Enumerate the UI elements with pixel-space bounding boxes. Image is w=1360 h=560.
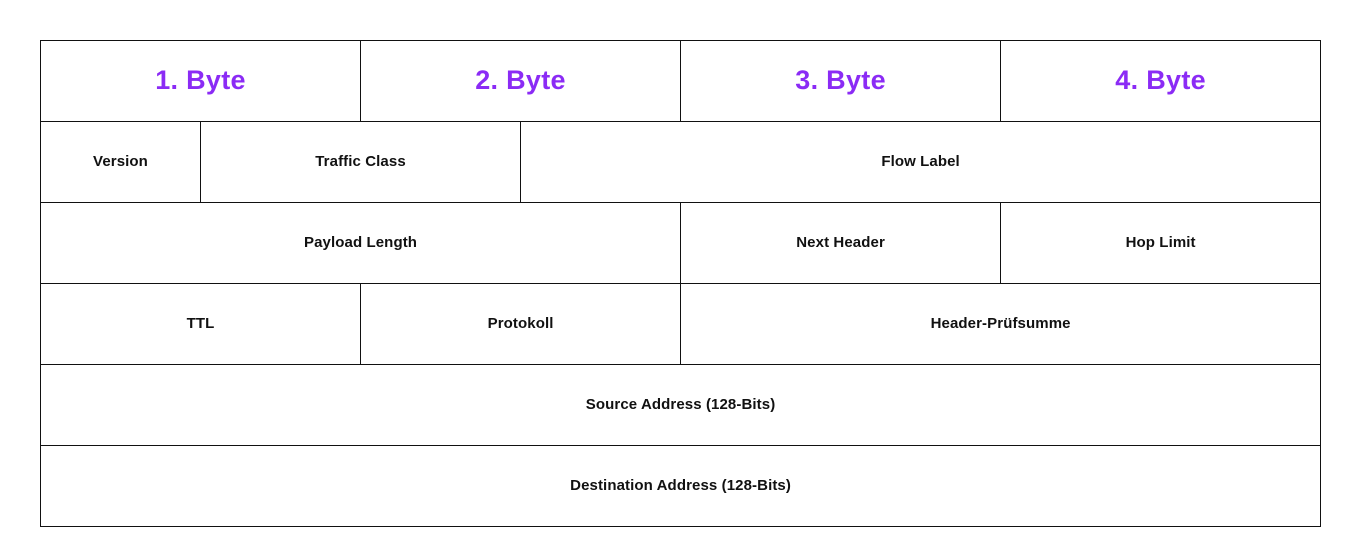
field-hop-limit-label: Hop Limit (1125, 233, 1196, 251)
field-version-label: Version (93, 152, 148, 170)
field-hop-limit: Hop Limit (1000, 202, 1322, 284)
field-flow-label: Flow Label (520, 121, 1322, 203)
byte-column-4-label: 4. Byte (1115, 65, 1206, 96)
row-payload: Payload Length Next Header Hop Limit (39, 202, 1322, 284)
row-ttl: TTL Protokoll Header-Prüfsumme (39, 283, 1322, 365)
byte-column-4: 4. Byte (1000, 40, 1322, 122)
byte-column-2-label: 2. Byte (475, 65, 566, 96)
field-ttl: TTL (39, 283, 362, 365)
byte-ruler-row: 1. Byte 2. Byte 3. Byte 4. Byte (39, 40, 1322, 122)
field-traffic-class-label: Traffic Class (315, 152, 406, 170)
field-traffic-class: Traffic Class (199, 121, 522, 203)
row-version: Version Traffic Class Flow Label (40, 121, 1322, 203)
field-version: Version (40, 121, 201, 203)
field-ttl-label: TTL (186, 314, 215, 332)
row-destination-address: Destination Address (128-Bits) (39, 445, 1322, 527)
field-flow-label-label: Flow Label (881, 152, 960, 170)
field-protokoll-label: Protokoll (487, 314, 554, 332)
field-protokoll: Protokoll (360, 283, 682, 365)
field-source-address: Source Address (128-Bits) (39, 364, 1322, 446)
byte-column-1: 1. Byte (39, 40, 362, 122)
field-payload-length: Payload Length (39, 202, 682, 284)
field-header-pruefsumme: Header-Prüfsumme (680, 283, 1322, 365)
field-destination-address: Destination Address (128-Bits) (39, 445, 1322, 527)
byte-column-3: 3. Byte (680, 40, 1002, 122)
field-next-header: Next Header (680, 202, 1002, 284)
byte-column-3-label: 3. Byte (795, 65, 886, 96)
field-next-header-label: Next Header (796, 233, 885, 251)
field-header-pruefsumme-label: Header-Prüfsumme (930, 314, 1071, 332)
ipv6-header-table: 1. Byte 2. Byte 3. Byte 4. Byte Version … (39, 40, 1322, 527)
row-source-address: Source Address (128-Bits) (39, 364, 1322, 446)
table-body: 1. Byte 2. Byte 3. Byte 4. Byte Version … (39, 40, 1322, 527)
field-destination-address-label: Destination Address (128-Bits) (570, 476, 791, 494)
field-source-address-label: Source Address (128-Bits) (585, 395, 776, 413)
field-payload-length-label: Payload Length (303, 233, 418, 251)
byte-column-2: 2. Byte (360, 40, 682, 122)
byte-column-1-label: 1. Byte (155, 65, 246, 96)
